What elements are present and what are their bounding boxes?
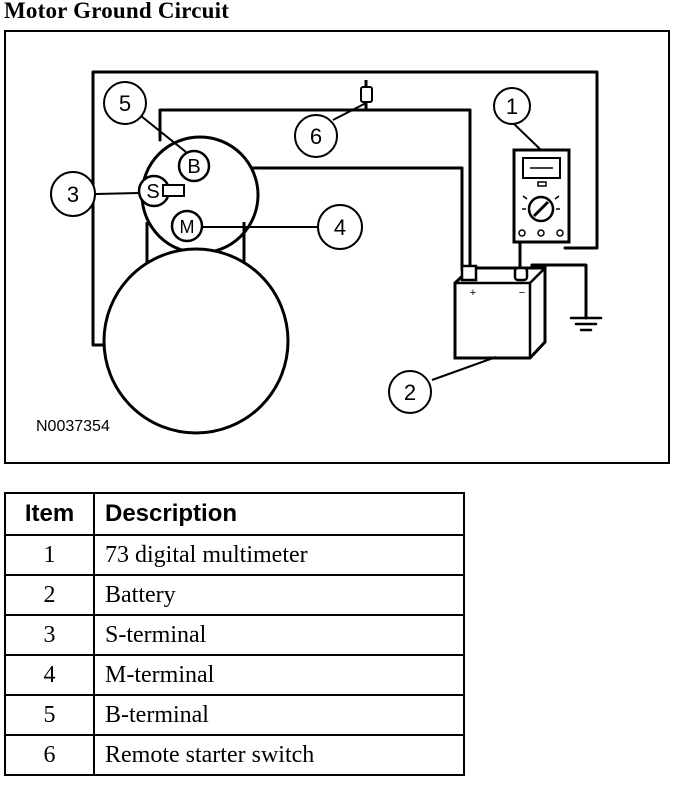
table-row: 2 Battery [4,574,465,616]
callout-5-label: 5 [119,91,131,116]
figure-code: N0037354 [36,418,110,435]
legend-item-number: 2 [4,574,95,616]
callout-6-label: 6 [310,124,322,149]
legend-header-row: Item Description [4,492,465,536]
b-terminal-label: B [187,156,200,178]
page-title: Motor Ground Circuit [4,0,230,23]
battery-negative-label: − [519,287,525,299]
m-terminal: M [170,209,204,243]
callout-1: 1 [493,87,531,125]
legend-table: Item Description 1 73 digital multimeter… [4,492,465,776]
table-row: 3 S-terminal [4,614,465,656]
legend-item-description: 73 digital multimeter [93,534,465,576]
motor-ground-circuit-diagram: B S M + − [36,70,603,435]
legend-header-description: Description [93,492,465,536]
table-row: 1 73 digital multimeter [4,534,465,576]
callout-1-label: 1 [506,94,518,119]
legend-item-description: Battery [93,574,465,616]
ground-symbol [569,316,603,332]
legend-item-description: S-terminal [93,614,465,656]
starter-motor [102,247,290,435]
callout-2: 2 [388,370,432,414]
diagram-frame [4,30,670,464]
callout-4: 4 [317,204,363,250]
b-terminal-wire [206,166,464,272]
table-row: 5 B-terminal [4,694,465,736]
callout-3-label: 3 [67,182,79,207]
m-terminal-label: M [180,217,195,237]
legend-item-description: M-terminal [93,654,465,696]
battery-positive-label: + [470,287,476,299]
callout-3: 3 [50,171,96,217]
callout-leaders [95,102,542,381]
callout-2-label: 2 [404,380,416,405]
callout-5: 5 [103,81,147,125]
s-terminal-label: S [146,181,159,203]
legend-header-item: Item [4,492,95,536]
s-terminal: S [137,174,185,208]
legend-item-number: 5 [4,694,95,736]
battery: + − [453,264,547,360]
digital-multimeter [512,148,571,244]
remote-switch-wire [158,108,472,272]
table-row: 4 M-terminal [4,654,465,696]
legend-item-number: 3 [4,614,95,656]
callout-6: 6 [294,114,338,158]
legend-item-number: 1 [4,534,95,576]
legend-item-number: 6 [4,734,95,776]
remote-starter-switch [360,80,373,110]
legend-item-description: B-terminal [93,694,465,736]
legend-item-number: 4 [4,654,95,696]
ground-wire [91,70,599,347]
table-row: 6 Remote starter switch [4,734,465,776]
b-terminal: B [177,149,211,183]
legend-item-description: Remote starter switch [93,734,465,776]
callout-4-label: 4 [334,215,346,240]
